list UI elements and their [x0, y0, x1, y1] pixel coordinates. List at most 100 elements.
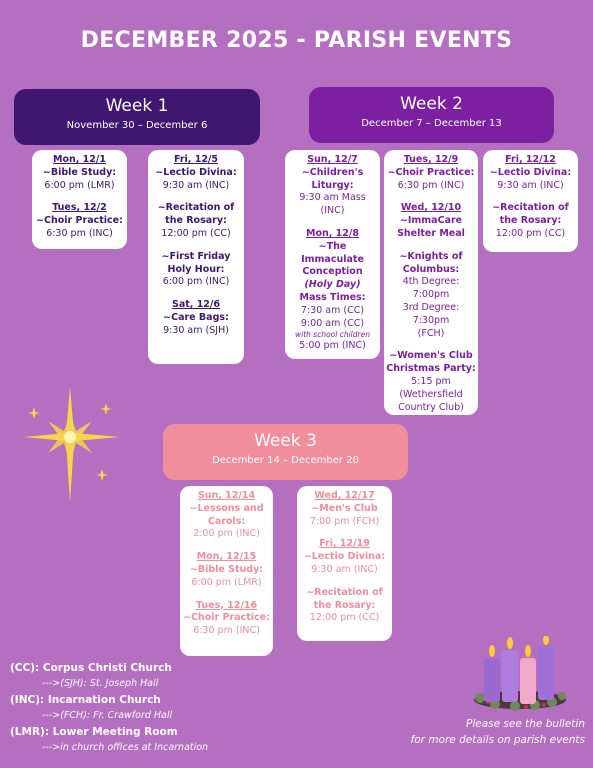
event-name: ~Bible Study:: [189, 563, 264, 575]
event-time: 9:30 am (INC): [497, 179, 564, 191]
event-date: Mon, 12/1: [53, 154, 106, 165]
event-date: Sun, 12/14: [197, 490, 256, 501]
holy-day-label: (Holy Day): [304, 279, 361, 291]
event: Mon, 12/15 ~Bible Study: 6:00 pm (LMR): [182, 551, 271, 589]
event: ~Knights of Columbus: 4th Degree: 7:00pm…: [386, 251, 476, 341]
event-name: ~Recitation of the Rosary:: [157, 202, 235, 227]
event-time: 6:00 pm (LMR): [191, 576, 262, 588]
week-2-banner: Week 2 December 7 – December 13: [309, 87, 554, 143]
event: Mon, 12/8 ~The Immaculate Conception (Ho…: [287, 228, 378, 353]
event-name: ~Choir Practice:: [36, 215, 123, 227]
event-date: Wed, 12/10: [400, 202, 462, 214]
event-date: Sat, 12/6: [171, 299, 220, 311]
event: ~Women's Club Christmas Party: 5:15 pm (…: [386, 350, 476, 414]
week-1-label: Week 1: [105, 96, 169, 116]
bulletin-note-line: Please see the bulletin: [465, 718, 585, 730]
event-time: 7:00 pm (FCH): [309, 515, 380, 527]
event-date: Wed, 12/17: [314, 490, 375, 501]
event: Tues, 12/9 ~Choir Practice: 6:30 pm (INC…: [386, 154, 476, 192]
event-note: with school children: [295, 330, 370, 340]
event-name: ~Care Bags:: [163, 311, 229, 323]
bulletin-note-line: for more details on parish events: [410, 734, 585, 746]
event: Sat, 12/6 ~Care Bags: 9:30 am (SJH): [150, 299, 242, 337]
event-name: ~Recitation of the Rosary:: [306, 586, 383, 611]
week-1-banner: Week 1 November 30 – December 6: [14, 89, 260, 145]
event-time: 9:30 am (INC): [311, 563, 378, 575]
event: ~First Friday Holy Hour: 6:00 pm (INC): [150, 251, 242, 289]
event-name: ~ImmaCare Shelter Meal: [397, 215, 465, 239]
event-date: Tues, 12/9: [403, 154, 459, 165]
event-name: ~First Friday Holy Hour:: [161, 250, 231, 275]
legend-sub-item: --->(FCH): Fr. Crawford Hall: [42, 710, 173, 721]
location-legend: (CC): Corpus Christi Church --->(SJH): S…: [10, 660, 208, 756]
page-title: DECEMBER 2025 - PARISH EVENTS: [80, 28, 513, 53]
event-card-w1a: Mon, 12/1 ~Bible Study: 6:00 pm (LMR) Tu…: [32, 150, 127, 249]
event-name: ~Knights of Columbus:: [399, 250, 463, 275]
event-name: ~Lectio Divina:: [155, 166, 237, 178]
event-name: ~Lessons and Carols:: [189, 502, 264, 527]
event-name: ~Children's Liturgy:: [301, 166, 364, 191]
week-2-range: December 7 – December 13: [361, 118, 502, 129]
event-date: Mon, 12/15: [196, 551, 257, 563]
event: Wed, 12/17 ~Men's Club 7:00 pm (FCH): [299, 490, 390, 528]
event: Fri, 12/19 ~Lectio Divina: 9:30 am (INC): [299, 538, 390, 576]
event-date: Fri, 12/19: [319, 538, 370, 550]
week-2-label: Week 2: [400, 94, 463, 114]
week-3-label: Week 3: [254, 431, 317, 451]
event-card-w2c: Fri, 12/12 ~Lectio Divina: 9:30 am (INC)…: [483, 150, 578, 252]
event: Sun, 12/14 ~Lessons and Carols: 2:00 pm …: [182, 490, 271, 541]
event-name: ~Choir Practice:: [387, 166, 475, 178]
legend-item: (CC): Corpus Christi Church: [10, 662, 172, 674]
event-time: 7:30 am (CC): [300, 304, 365, 316]
event-date: Tues, 12/16: [195, 599, 258, 611]
event-time: 6:00 pm (LMR): [44, 179, 115, 191]
event: ~Recitation of the Rosary: 12:00 pm (CC): [299, 587, 390, 625]
event-time: 9:00 am (CC): [300, 317, 365, 329]
event-date: Mon, 12/8: [306, 227, 359, 239]
event-time: 5:15 pm: [411, 375, 451, 387]
event-location: (Wethersfield Country Club): [398, 388, 464, 413]
event-time: 12:00 pm (CC): [161, 227, 231, 239]
event: Tues, 12/2 ~Choir Practice: 6:30 pm (INC…: [34, 202, 125, 240]
event-card-w3a: Sun, 12/14 ~Lessons and Carols: 2:00 pm …: [180, 486, 273, 656]
event-time: 4th Degree: 7:00pm: [402, 276, 460, 301]
event-name: ~Bible Study:: [42, 166, 117, 178]
event-name: ~The Immaculate Conception: [301, 240, 364, 278]
event: Fri, 12/5 ~Lectio Divina: 9:30 am (INC): [150, 154, 242, 192]
event-time: 9:30 am (INC): [162, 179, 230, 191]
event-card-w2b: Tues, 12/9 ~Choir Practice: 6:30 pm (INC…: [384, 150, 478, 415]
legend-item: (LMR): Lower Meeting Room: [10, 726, 178, 738]
week-3-banner: Week 3 December 14 – December 20: [163, 424, 408, 480]
event-date: Fri, 12/5: [173, 154, 219, 165]
week-1-range: November 30 – December 6: [66, 120, 208, 131]
event-date: Sun, 12/7: [307, 154, 358, 165]
event: ~Recitation of the Rosary: 12:00 pm (CC): [485, 202, 576, 240]
event-name: ~Lectio Divina:: [303, 551, 386, 563]
event-name: ~Men's Club: [311, 502, 378, 514]
event-time: 5:00 pm (INC): [299, 340, 366, 352]
legend-sub-item: --->(SJH): St. Joseph Hall: [42, 678, 159, 689]
event: Mon, 12/1 ~Bible Study: 6:00 pm (LMR): [34, 154, 125, 192]
north-star-icon: [24, 387, 120, 503]
event-name: ~Women's Club Christmas Party:: [386, 350, 476, 375]
event-time: 2:00 pm (INC): [193, 528, 260, 540]
event: Sun, 12/7 ~Children's Liturgy: 9:30 am M…: [287, 154, 378, 218]
event-date: Tues, 12/2: [52, 202, 107, 214]
event-time: 6:30 pm (INC): [193, 625, 260, 637]
event-date: Fri, 12/12: [505, 154, 556, 165]
event-time: 6:30 pm (INC): [397, 179, 465, 191]
event: Fri, 12/12 ~Lectio Divina: 9:30 am (INC): [485, 154, 576, 192]
event-time: 9:30 am Mass (INC): [299, 192, 366, 217]
event-time: 6:00 pm (INC): [162, 276, 230, 288]
event-time: 12:00 pm (CC): [495, 227, 566, 239]
bulletin-note: Please see the bulletin for more details…: [355, 716, 585, 748]
legend-sub-item: --->in church offices at Incarnation: [42, 742, 209, 753]
event-subheading: Mass Times:: [299, 291, 366, 303]
event-name: ~Recitation of the Rosary:: [492, 202, 569, 227]
event-name: ~Lectio Divina:: [489, 166, 572, 178]
event-card-w2a: Sun, 12/7 ~Children's Liturgy: 9:30 am M…: [285, 150, 380, 359]
event-name: ~Choir Practice:: [183, 612, 270, 624]
event-time: 12:00 pm (CC): [309, 612, 380, 624]
event-card-w3b: Wed, 12/17 ~Men's Club 7:00 pm (FCH) Fri…: [297, 486, 392, 641]
event-location: (FCH): [417, 327, 445, 339]
